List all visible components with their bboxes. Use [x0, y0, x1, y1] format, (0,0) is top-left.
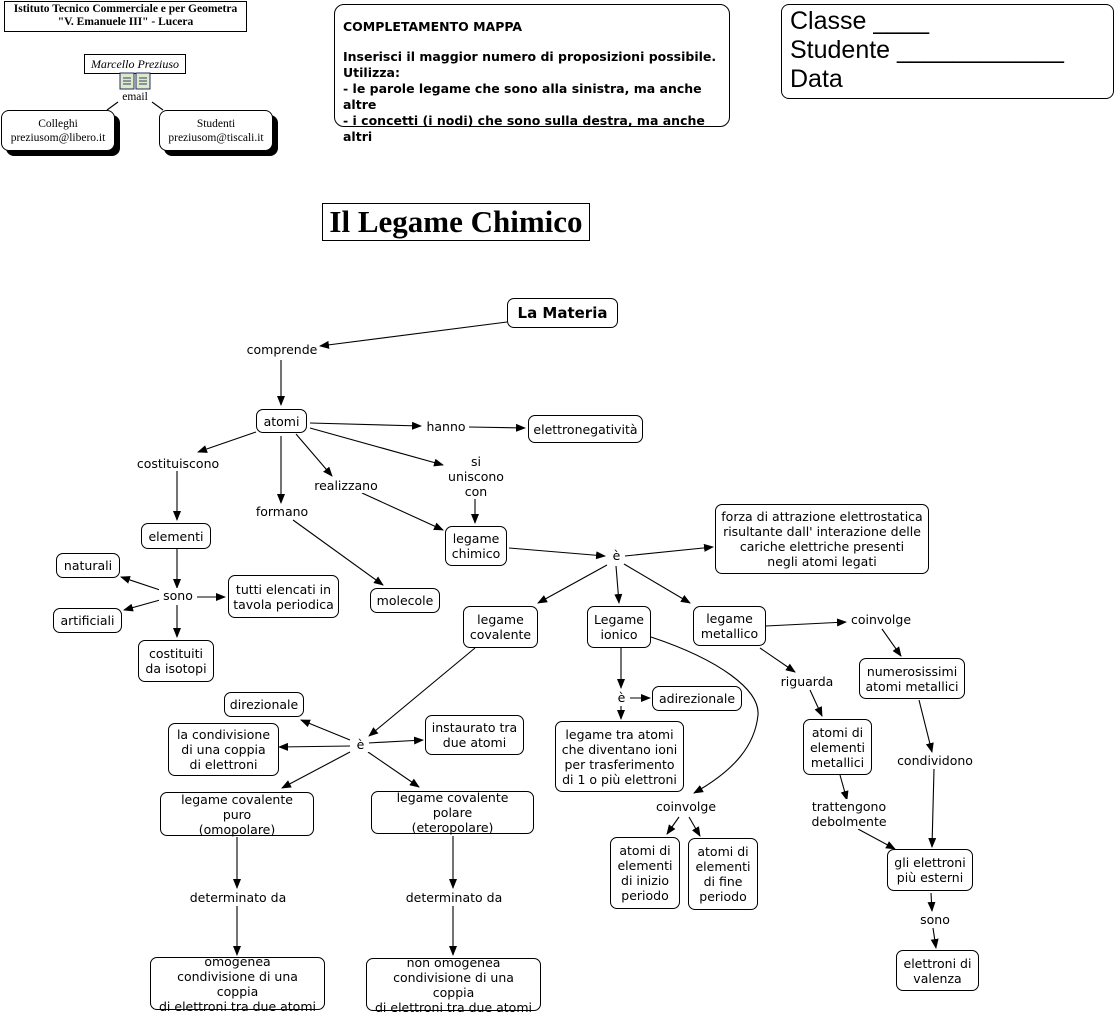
- node-numerosissimi[interactable]: numerosissimi atomi metallici: [859, 658, 965, 699]
- link-costituiscono: costituiscono: [135, 456, 221, 471]
- link-e-main: è: [608, 548, 625, 563]
- node-la-materia[interactable]: La Materia: [507, 298, 618, 328]
- node-artificiali[interactable]: artificiali: [53, 608, 122, 633]
- node-instaurato[interactable]: instaurato tra due atomi: [425, 715, 524, 755]
- node-isotopi[interactable]: costituiti da isotopi: [138, 640, 214, 682]
- node-covalente-puro[interactable]: legame covalente puro (omopolare): [160, 792, 314, 837]
- node-elettroni-esterni[interactable]: gli elettroni più esterni: [887, 849, 973, 891]
- node-legame-chimico[interactable]: legame chimico: [445, 526, 507, 566]
- link-si-uniscono-con: si uniscono con: [445, 454, 507, 499]
- node-legame-ionico[interactable]: Legame ionico: [587, 606, 651, 648]
- author-name: Marcello Preziuso: [84, 54, 186, 74]
- node-non-omogenea[interactable]: non omogenea condivisione di una coppia …: [366, 955, 541, 1015]
- node-tavola-periodica[interactable]: tutti elencati in tavola periodica: [228, 575, 339, 618]
- node-elementi[interactable]: elementi: [141, 523, 211, 549]
- link-coinvolge-ionico: coinvolge: [653, 799, 719, 814]
- link-determinato-da-puro: determinato da: [188, 890, 288, 905]
- studenti-label: Studenti: [196, 117, 236, 130]
- link-hanno: hanno: [423, 419, 469, 434]
- node-fine-periodo[interactable]: atomi di elementi di fine periodo: [688, 838, 758, 910]
- node-inizio-periodo[interactable]: atomi di elementi di inizio periodo: [610, 837, 680, 909]
- link-coinvolge-metallico: coinvolge: [848, 612, 914, 627]
- link-comprende: comprende: [245, 342, 319, 357]
- email-label: email: [122, 91, 148, 103]
- colleghi-email-box[interactable]: Colleghi preziusom@libero.it: [1, 110, 115, 151]
- node-atomi-metallici[interactable]: atomi di elementi metallici: [803, 719, 872, 775]
- book-icon: [119, 72, 151, 90]
- student-info-box: Classe ____ Studente ____________ Data: [781, 4, 1114, 99]
- node-omogenea[interactable]: omogenea condivisione di una coppia di e…: [150, 954, 325, 1014]
- node-covalente-polare[interactable]: legame covalente polare (eteropolare): [371, 790, 534, 835]
- link-determinato-da-polare: determinato da: [404, 890, 504, 905]
- node-molecole[interactable]: molecole: [370, 588, 440, 613]
- studente-field[interactable]: Studente ____________: [790, 36, 1064, 64]
- colleghi-label: Colleghi: [38, 117, 78, 130]
- node-forza-attrazione[interactable]: forza di attrazione elettrostatica risul…: [715, 504, 929, 574]
- node-legame-metallico[interactable]: legame metallico: [693, 606, 766, 646]
- link-formano: formano: [253, 504, 311, 519]
- node-elettronegativita[interactable]: elettronegatività: [528, 415, 643, 443]
- node-naturali[interactable]: naturali: [56, 553, 120, 578]
- classe-field[interactable]: Classe ____: [790, 7, 929, 35]
- school-name: Istituto Tecnico Commerciale e per Geome…: [4, 1, 247, 32]
- colleghi-email[interactable]: preziusom@libero.it: [10, 131, 106, 144]
- link-sono: sono: [159, 588, 197, 603]
- studenti-email[interactable]: preziusom@tiscali.it: [168, 131, 264, 144]
- link-e-covalente: è: [352, 737, 369, 752]
- instructions-line: Inserisci il maggior numero di proposizi…: [343, 49, 717, 64]
- instructions-line: - i concetti (i nodi) che sono sulla des…: [343, 113, 705, 144]
- link-riguarda: riguarda: [778, 674, 836, 689]
- link-e-ionico: è: [613, 690, 630, 705]
- data-field[interactable]: Data: [790, 65, 843, 93]
- instructions-title: COMPLETAMENTO MAPPA: [343, 19, 523, 34]
- instructions-line: Utilizza:: [343, 65, 400, 80]
- node-legame-ioni[interactable]: legame tra atomi che diventano ioni per …: [555, 721, 684, 792]
- node-adirezionale[interactable]: adirezionale: [652, 686, 742, 711]
- node-atomi[interactable]: atomi: [256, 409, 307, 433]
- link-trattengono-debolmente: trattengono debolmente: [808, 799, 890, 829]
- link-realizzano: realizzano: [311, 478, 381, 493]
- page-title: Il Legame Chimico: [322, 203, 590, 241]
- node-elettroni-valenza[interactable]: elettroni di valenza: [896, 950, 979, 991]
- node-legame-covalente[interactable]: legame covalente: [463, 606, 538, 648]
- node-direzionale[interactable]: direzionale: [224, 692, 304, 717]
- link-condividono: condividono: [894, 753, 976, 768]
- instructions-line: - le parole legame che sono alla sinistr…: [343, 81, 702, 112]
- link-sono-valenza: sono: [916, 912, 954, 927]
- node-condivisione-coppia[interactable]: la condivisione di una coppia di elettro…: [168, 723, 279, 776]
- instructions-box: COMPLETAMENTO MAPPA Inserisci il maggior…: [334, 4, 730, 144]
- studenti-email-box[interactable]: Studenti preziusom@tiscali.it: [159, 110, 273, 151]
